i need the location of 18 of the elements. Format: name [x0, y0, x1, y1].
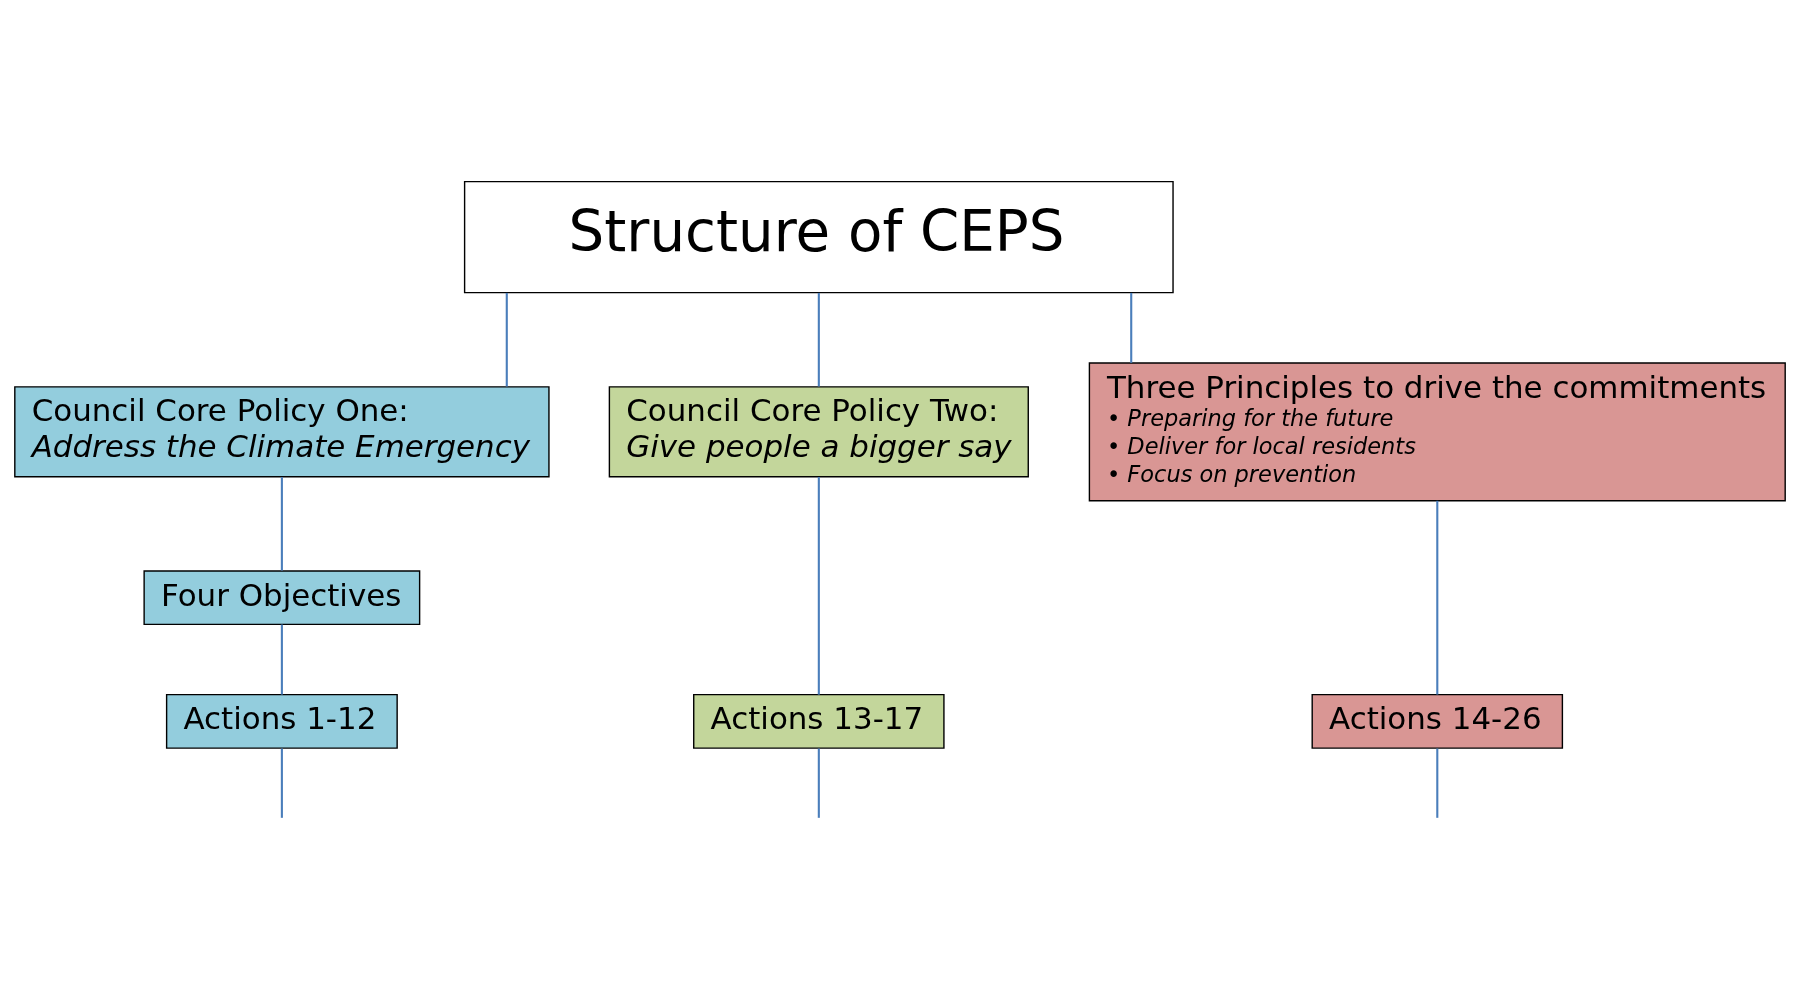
- connector: [280, 624, 283, 695]
- node-box: Actions 14-26: [1311, 693, 1564, 749]
- node-box: Council Core Policy Two: Give people a bigger say: [608, 385, 1029, 477]
- node-box: Actions 13-17: [693, 693, 945, 749]
- node-box: Actions 1-12: [165, 693, 398, 749]
- node-box: Three Principles to drive the commitments • Preparing for the future • Deliver for local residents • Focus on prevention: [1088, 361, 1786, 501]
- connector: [817, 748, 820, 818]
- node-box: Structure of CEPS: [463, 180, 1174, 293]
- connector: [817, 476, 820, 695]
- connector: [1436, 748, 1439, 818]
- connector: [280, 476, 283, 571]
- node-box: Council Core Policy One: Address the Climate Emergency: [14, 385, 550, 477]
- connector: [1130, 292, 1133, 363]
- connector: [505, 292, 508, 386]
- connector: [817, 292, 820, 386]
- node-box: Four Objectives: [143, 569, 421, 625]
- connector: [1436, 500, 1439, 695]
- connector: [280, 748, 283, 818]
